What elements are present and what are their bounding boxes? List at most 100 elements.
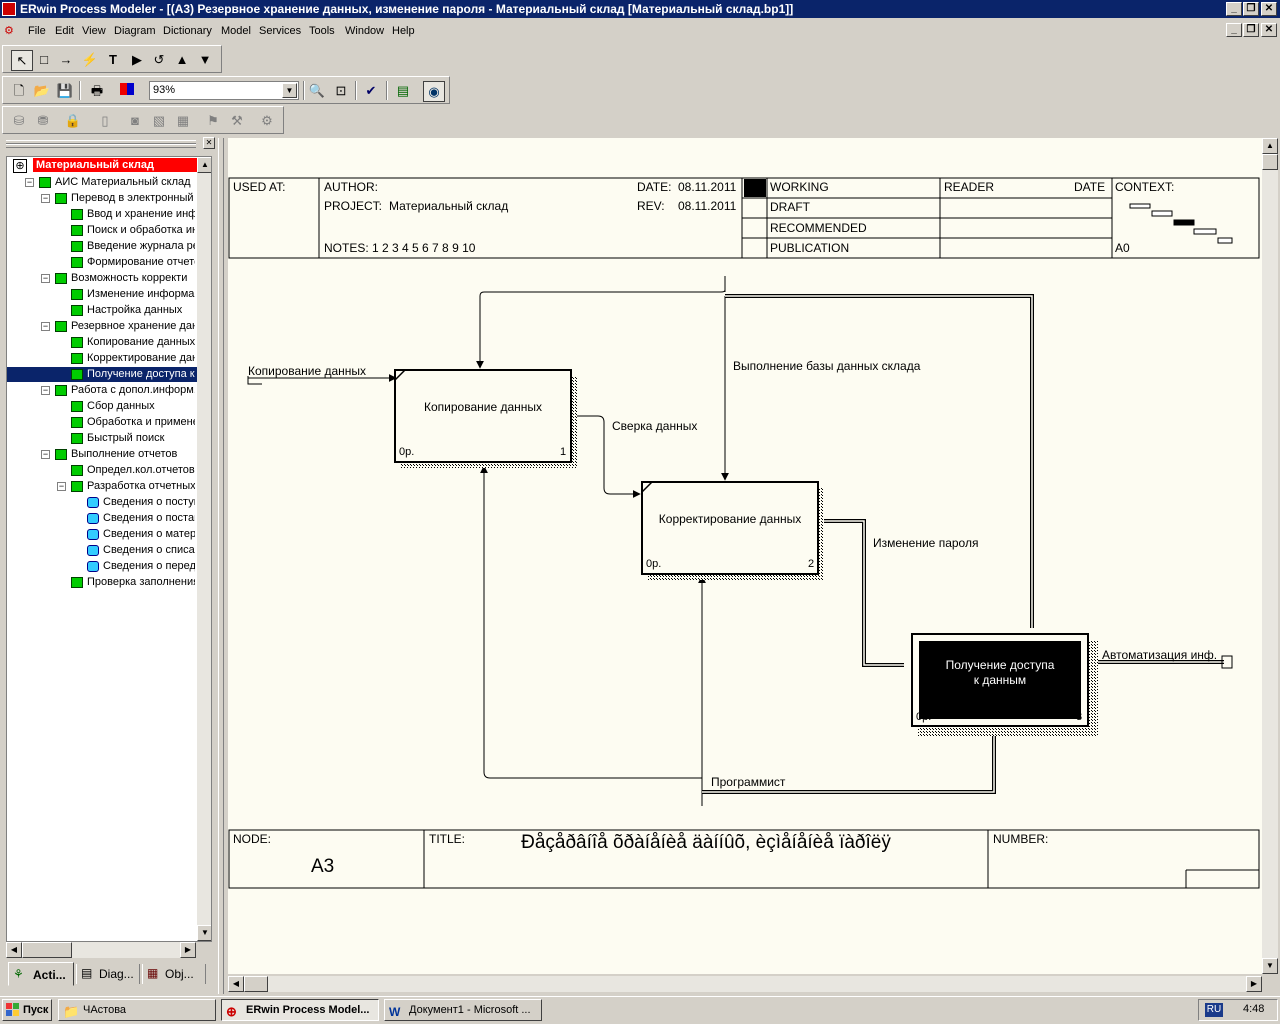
tree-node[interactable]: Сведения о поступ [103, 496, 195, 508]
mart-connect-icon[interactable]: ⛁ [13, 113, 25, 128]
mart-tools-icon[interactable]: ⚒ [231, 113, 243, 128]
tree-node[interactable]: Ввод и хранение инфо [87, 208, 195, 220]
tree-collapse-toggle[interactable]: − [25, 177, 34, 187]
mart-save-icon[interactable]: ◙ [131, 113, 139, 128]
canvas-vertical-scrollbar[interactable]: ▲ ▼ [1262, 138, 1278, 974]
menu-window[interactable]: Window [345, 25, 385, 37]
mart-settings-icon[interactable]: ⚙ [261, 113, 273, 128]
scroll-thumb[interactable] [244, 976, 268, 992]
model-explorer-tree[interactable]: ⊕ Материальный склад −АИС Материальный с… [6, 156, 212, 942]
tree-horizontal-scrollbar[interactable]: ◀ ▶ [6, 942, 196, 958]
go-up-icon[interactable]: ▲ [175, 52, 189, 67]
scroll-thumb[interactable] [1262, 154, 1278, 170]
box-3-title[interactable]: Получение доступа к данным [945, 658, 1055, 687]
doc-close-button[interactable]: ✕ [1261, 23, 1277, 37]
menu-view[interactable]: View [82, 25, 106, 37]
mart-report-icon[interactable]: ▧ [152, 113, 166, 128]
doc-restore-button[interactable]: ❐ [1243, 23, 1259, 37]
tree-node[interactable]: Возможность корректи [71, 272, 188, 284]
print-icon[interactable]: 🖶 [90, 83, 104, 98]
open-folder-icon[interactable]: 📂 [33, 83, 51, 98]
tree-collapse-toggle[interactable]: − [41, 385, 50, 395]
start-button[interactable]: Пуск [2, 999, 52, 1021]
tree-node[interactable]: АИС Материальный склад [55, 176, 191, 188]
tree-node[interactable]: Выполнение отчетов [71, 448, 178, 460]
arrow-label-input[interactable]: Копирование данных [248, 364, 367, 378]
squiggle-tool-icon[interactable]: ⚡ [81, 52, 99, 67]
new-file-icon[interactable]: 🗋 [13, 83, 25, 98]
menu-model[interactable]: Model [221, 25, 251, 37]
pointer-tool-icon[interactable]: ↖ [11, 50, 33, 71]
arrow-label-sverka[interactable]: Сверка данных [612, 419, 698, 433]
tree-node[interactable]: Корректирование дан [87, 352, 195, 364]
menu-services[interactable]: Services [259, 25, 302, 37]
scroll-down-icon[interactable]: ▼ [197, 925, 211, 941]
tab-diagrams[interactable]: ▤ Diag... [76, 964, 140, 984]
taskbar-item-erwin[interactable]: ⊕ ERwin Process Model... [221, 999, 379, 1021]
go-to-child-icon[interactable]: ▶ [132, 52, 142, 67]
tree-node[interactable]: Формирование отчетс [87, 256, 195, 268]
lock-icon[interactable]: 🔒 [64, 113, 82, 128]
arrow-label-output[interactable]: Автоматизация инф. [1102, 648, 1218, 662]
minimize-button[interactable]: _ [1226, 2, 1242, 16]
zoom-select[interactable]: 93% ▼ [149, 81, 299, 100]
mart-open-icon[interactable]: ▯ [101, 113, 109, 128]
tree-collapse-toggle[interactable]: − [41, 449, 50, 459]
menu-dictionary[interactable]: Dictionary [163, 25, 212, 37]
close-explorer-icon[interactable]: ✕ [203, 137, 215, 149]
splitter[interactable] [218, 138, 224, 994]
zoom-in-icon[interactable]: 🔍 [308, 83, 326, 98]
tree-node[interactable]: Сведения о постав [103, 512, 195, 524]
box-1-title[interactable]: Копирование данных [423, 400, 543, 414]
taskbar-item-word[interactable]: W Документ1 - Microsoft ... [384, 999, 542, 1021]
canvas-horizontal-scrollbar[interactable]: ◀ ▶ [228, 976, 1262, 992]
arrow-label-control[interactable]: Выполнение базы данных склада [733, 359, 921, 373]
mart-disconnect-icon[interactable]: ⛃ [37, 113, 49, 128]
arrow-label-mechanism[interactable]: Программист [711, 775, 786, 789]
tree-node[interactable]: Перевод в электронный [71, 192, 194, 204]
tree-collapse-toggle[interactable]: − [41, 273, 50, 283]
tree-node[interactable]: Настройка данных [87, 304, 183, 316]
language-indicator[interactable]: RU [1205, 1003, 1223, 1017]
tree-collapse-toggle[interactable]: − [41, 193, 50, 203]
scroll-up-icon[interactable]: ▲ [1262, 138, 1278, 154]
tree-node[interactable]: Копирование данных [87, 336, 195, 348]
arrow-label-izmenenie[interactable]: Изменение пароля [873, 536, 979, 550]
tree-node[interactable]: Разработка отчетных [87, 480, 195, 492]
tree-root-label[interactable]: Материальный склад [33, 158, 197, 172]
menu-help[interactable]: Help [392, 25, 415, 37]
tree-node[interactable]: Сведения о списан [103, 544, 195, 556]
scroll-down-icon[interactable]: ▼ [1262, 958, 1278, 974]
diagram-canvas[interactable]: USED AT: AUTHOR: PROJECT: Материальный с… [228, 138, 1278, 974]
go-down-icon[interactable]: ▼ [198, 52, 212, 67]
box-tool-icon[interactable]: □ [40, 52, 48, 67]
tree-node[interactable]: Получение доступа к д [87, 368, 195, 380]
mart-users-icon[interactable]: ⚑ [207, 113, 219, 128]
tree-node[interactable]: Поиск и обработка ин [87, 224, 195, 236]
tree-node[interactable]: Проверка заполнения [87, 576, 195, 588]
undo-icon[interactable]: ↺ [153, 52, 165, 67]
tree-vertical-scrollbar[interactable]: ▲ ▼ [197, 157, 211, 941]
tree-node[interactable]: Сведения о матери [103, 528, 195, 540]
taskbar-item-folder[interactable]: 📁 ЧАстова [58, 999, 216, 1021]
arrow-tool-icon[interactable]: → [59, 52, 73, 67]
tree-node[interactable]: Работа с допол.информ. о [71, 384, 195, 396]
tree-node[interactable]: Сбор данных [87, 400, 155, 412]
tab-activities[interactable]: ⚘ Acti... [8, 962, 74, 986]
scroll-right-icon[interactable]: ▶ [180, 942, 196, 958]
maximize-button[interactable]: ❐ [1243, 2, 1259, 16]
tree-collapse-toggle[interactable]: − [41, 321, 50, 331]
color-icon[interactable] [117, 81, 137, 100]
tree-node[interactable]: Обработка и применен [87, 416, 195, 428]
text-tool-icon[interactable]: T [109, 52, 117, 67]
mart-grid-icon[interactable]: ▦ [176, 113, 190, 128]
scroll-up-icon[interactable]: ▲ [197, 157, 211, 173]
scroll-right-icon[interactable]: ▶ [1246, 976, 1262, 992]
close-button[interactable]: ✕ [1261, 2, 1277, 16]
navigator-icon[interactable]: ◉ [423, 81, 445, 102]
menu-edit[interactable]: Edit [55, 25, 74, 37]
tree-node[interactable]: Быстрый поиск [87, 432, 165, 444]
document-icon[interactable]: ⚙ [4, 25, 14, 37]
menu-file[interactable]: File [28, 25, 46, 37]
doc-minimize-button[interactable]: _ [1226, 23, 1242, 37]
